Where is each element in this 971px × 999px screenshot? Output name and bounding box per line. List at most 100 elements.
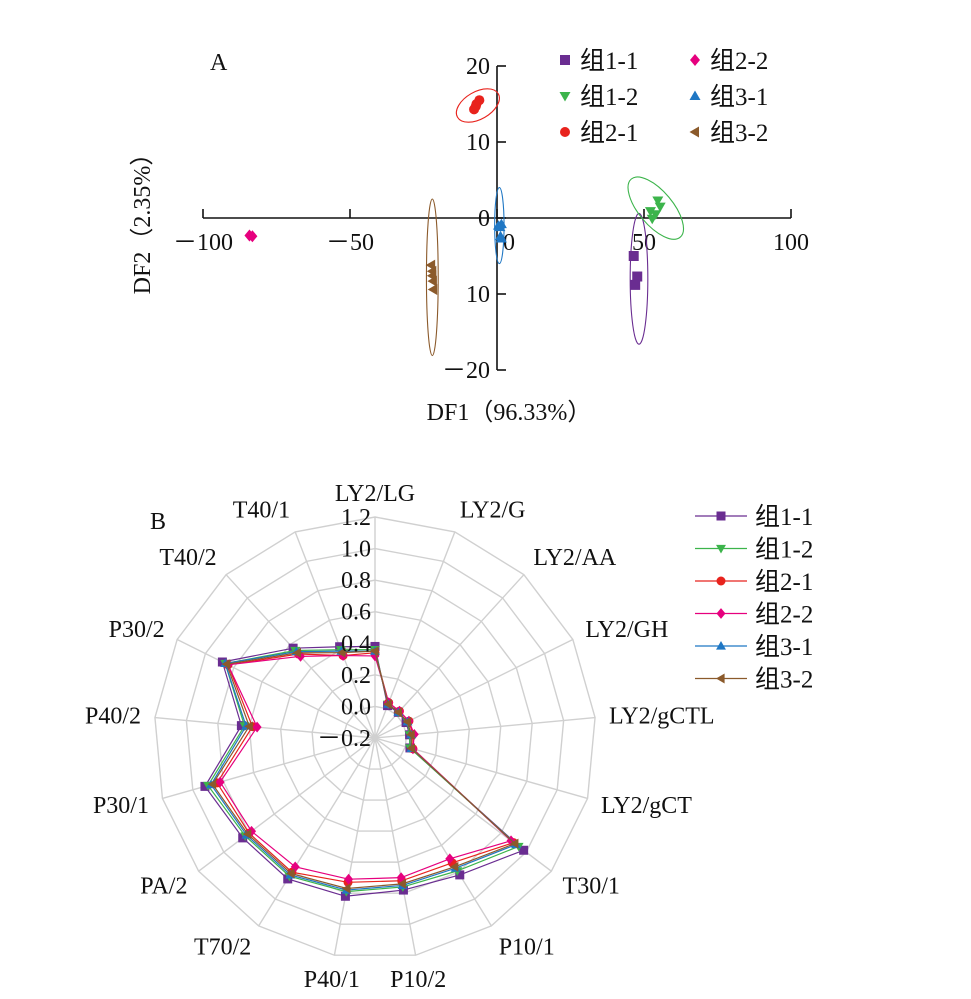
- data-point: [427, 275, 437, 287]
- radar-data-point: [406, 743, 416, 754]
- x-tick-label: 0: [503, 230, 515, 256]
- radar-spoke: [374, 737, 417, 956]
- legend-label: 组2-1: [755, 568, 813, 596]
- legend-label: 组3-1: [710, 83, 768, 111]
- radar-axis-label: P10/1: [499, 934, 555, 960]
- radar-data-point: [344, 873, 354, 885]
- legend-label: 组3-2: [755, 666, 813, 694]
- radar-data-point: [341, 883, 351, 894]
- radar-data-point: [207, 779, 217, 790]
- radar-axis-label: T30/1: [563, 874, 620, 900]
- radar-data-point: [397, 878, 406, 889]
- panel-label-a: A: [210, 50, 228, 76]
- legend-label: 组2-1: [580, 119, 638, 147]
- data-point: [646, 214, 658, 225]
- y-tick-label: －20: [442, 358, 490, 384]
- radar-data-point: [290, 861, 300, 873]
- radar-axis-label: LY2/gCT: [601, 793, 692, 819]
- radar-data-point: [244, 721, 253, 732]
- radar-axis-label: P10/2: [390, 967, 446, 993]
- data-point: [427, 283, 438, 295]
- radar-grid-ring: [154, 516, 596, 956]
- radar-axis-label: T70/2: [194, 934, 251, 960]
- radar-grid-ring: [279, 642, 471, 832]
- confidence-ellipse: [425, 198, 439, 357]
- radial-tick-label: 1.2: [341, 505, 371, 531]
- radar-axis-label: LY2/AA: [533, 545, 617, 571]
- radar-data-point: [406, 729, 415, 740]
- radar-axis-label: T40/1: [233, 498, 290, 524]
- radar-axis-label: P30/1: [93, 793, 149, 819]
- legend-marker: [689, 126, 699, 138]
- radar-data-point: [340, 891, 350, 901]
- radar-axis-label: LY2/GH: [585, 617, 668, 643]
- legend-label: 组1-2: [580, 83, 638, 111]
- legend-marker: [560, 55, 570, 65]
- data-point: [469, 104, 480, 115]
- legend-label: 组3-1: [755, 633, 813, 661]
- legend-label: 组2-2: [710, 47, 768, 75]
- radar-data-point: [370, 646, 379, 657]
- y-tick-label: 10: [466, 282, 490, 308]
- panel-label-b: B: [150, 509, 166, 535]
- radar-data-point: [402, 716, 412, 727]
- radar-spoke: [374, 737, 492, 927]
- radar-spoke: [154, 716, 376, 739]
- radar-data-point: [396, 872, 406, 884]
- radar-axis-label: LY2/LG: [335, 481, 415, 507]
- confidence-ellipse: [455, 88, 500, 123]
- legend-marker: [716, 544, 726, 554]
- radar-data-point: [242, 829, 252, 840]
- legend-marker: [689, 90, 701, 100]
- radar-axis-label: T40/2: [159, 545, 216, 571]
- legend-marker: [690, 54, 700, 66]
- x-tick-label: 100: [773, 230, 809, 256]
- radar-data-point: [283, 874, 293, 884]
- radar-data-point: [383, 699, 392, 710]
- y-tick-label: 0: [478, 206, 490, 232]
- radar-data-point: [455, 870, 465, 880]
- radar-spoke: [294, 531, 376, 739]
- legend-marker: [716, 576, 726, 586]
- radial-tick-label: 1.0: [341, 537, 371, 563]
- radial-tick-label: 0.6: [341, 600, 371, 626]
- y-axis-title: DF2（2.35%）: [130, 142, 156, 295]
- radar-data-point: [292, 647, 301, 658]
- radar-spoke: [258, 737, 376, 927]
- confidence-ellipse: [627, 176, 685, 240]
- radar-data-point: [286, 868, 295, 879]
- x-tick-label: －50: [326, 230, 374, 256]
- data-point: [630, 279, 641, 290]
- radar-spoke: [198, 737, 376, 872]
- radar-spoke: [162, 737, 376, 800]
- radial-tick-label: －0.2: [317, 726, 371, 752]
- data-point: [632, 271, 643, 282]
- data-point: [644, 207, 656, 217]
- radar-data-point: [519, 845, 529, 855]
- y-tick-label: 20: [466, 54, 490, 80]
- radar-grid-ring: [185, 547, 565, 925]
- radial-tick-label: 0.0: [341, 694, 371, 720]
- radar-data-point: [509, 838, 519, 849]
- data-point: [244, 229, 255, 242]
- x-tick-label: －100: [173, 230, 233, 256]
- radar-data-point: [449, 861, 459, 872]
- legend-label: 组2-2: [755, 601, 813, 629]
- legend-marker: [716, 673, 725, 684]
- radar-data-point: [252, 721, 262, 733]
- data-point: [495, 230, 507, 241]
- radar-spoke: [333, 737, 376, 956]
- radar-grid-ring: [248, 611, 502, 863]
- radar-axis-label: LY2/gCTL: [609, 703, 715, 729]
- legend-label: 组1-1: [580, 47, 638, 75]
- x-axis-title: DF1（96.33%）: [427, 400, 592, 426]
- legend-label: 组3-2: [710, 119, 768, 147]
- radar-spoke: [176, 638, 376, 739]
- radar-data-point: [236, 721, 246, 731]
- data-point: [652, 196, 664, 207]
- legend-label: 组1-1: [755, 503, 813, 531]
- data-point: [628, 251, 639, 261]
- legend-marker: [716, 511, 726, 521]
